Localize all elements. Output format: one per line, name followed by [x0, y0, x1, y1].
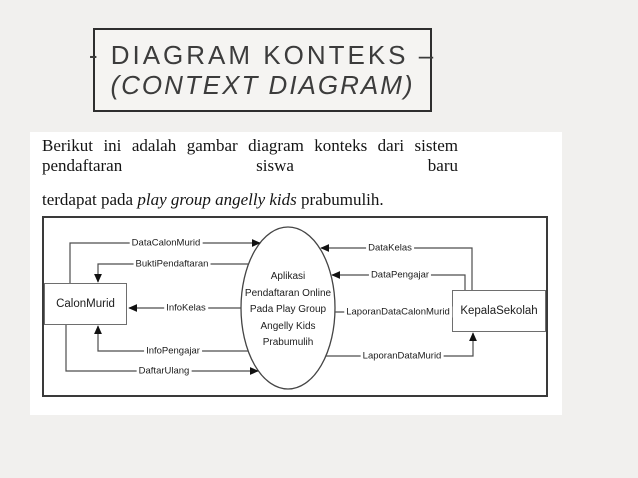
intro-paragraph: Berikut ini adalah gambar diagram kontek… [42, 136, 458, 210]
process-label-line4: Angelly Kids [260, 320, 316, 332]
slide-title-line1: - DIAGRAM KONTEKS – [88, 40, 437, 70]
flow-label-laporan-data-calon-murid: LaporanDataCalonMurid [344, 306, 452, 318]
flow-label-data-kelas: DataKelas [366, 242, 414, 254]
flow-label-data-calon-murid: DataCalonMurid [129, 237, 203, 249]
process-label-line5: Prabumulih [262, 337, 314, 348]
flow-label-bukti-pendaftaran: BuktiPendaftaran [133, 258, 211, 270]
process-label: Aplikasi Pendaftaran Online Pada Play Gr… [240, 269, 336, 352]
process-label-line3: Pada Play Group [249, 304, 327, 315]
flow-label-info-kelas: InfoKelas [164, 302, 208, 314]
flow-label-daftar-ulang: DaftarUlang [136, 365, 192, 377]
entity-calon-murid: CalonMurid [44, 283, 127, 325]
slide-title-line2: (CONTEXT DIAGRAM) [110, 70, 415, 100]
entity-kepala-sekolah-label: KepalaSekolah [460, 305, 538, 317]
flow-label-laporan-data-murid: LaporanDataMurid [360, 350, 444, 362]
entity-calon-murid-label: CalonMurid [56, 298, 115, 310]
paragraph-line2-italic: play group angelly kids [137, 190, 297, 209]
flow-label-info-pengajar: InfoPengajar [144, 345, 202, 357]
paragraph-line2-suffix: prabumulih. [296, 190, 384, 209]
paragraph-line2-prefix: terdapat pada [42, 190, 138, 209]
entity-kepala-sekolah: KepalaSekolah [452, 290, 546, 332]
process-label-line2: Pendaftaran Online [244, 287, 332, 299]
paragraph-line-2: terdapat pada play group angelly kids pr… [42, 190, 458, 210]
paragraph-line-1: Berikut ini adalah gambar diagram kontek… [42, 136, 458, 175]
process-label-line1: Aplikasi [270, 271, 306, 282]
title-box: - DIAGRAM KONTEKS – (CONTEXT DIAGRAM) [89, 28, 433, 112]
flow-label-data-pengajar: DataPengajar [368, 269, 432, 281]
